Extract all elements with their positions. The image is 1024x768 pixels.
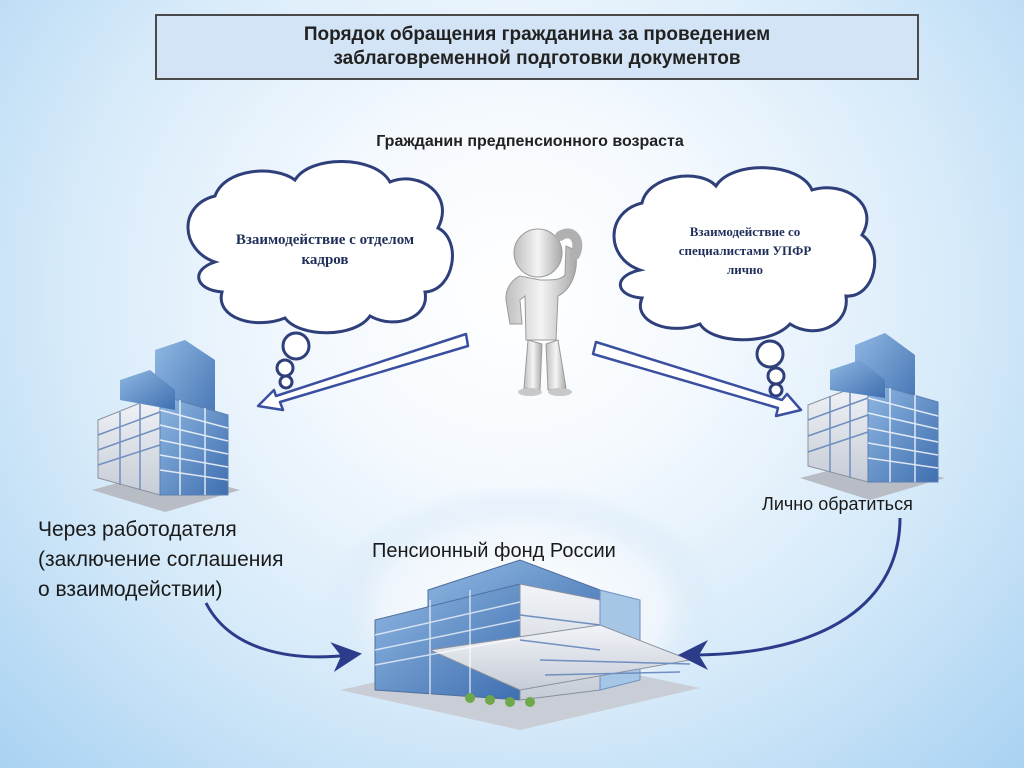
title-line-1: Порядок обращения гражданина за проведен… <box>303 24 771 45</box>
cloud-left-text: Взаимодействие с отделом кадров <box>200 230 450 270</box>
cloud-right-line-3: лично <box>726 262 764 277</box>
pension-fund-label: Пенсионный фонд России <box>372 540 616 562</box>
pension-fund-building-icon <box>340 559 700 730</box>
curved-arrow-left <box>204 602 362 672</box>
office-building-icon <box>92 340 240 512</box>
arrow-to-employer <box>256 332 470 412</box>
employer-label-line-3: о взаимодействии) <box>38 578 223 601</box>
employer-label-line-1: Через работодателя <box>38 518 237 541</box>
office-building-icon <box>800 333 945 500</box>
cloud-right-line-1: Взаимодействие со <box>689 224 801 239</box>
employer-label-line-2: (заключение соглашения <box>38 548 284 571</box>
arrow-to-personal <box>591 340 803 418</box>
subtitle: Гражданин предпенсионного возраста <box>376 133 684 150</box>
cloud-left-line-2: кадров <box>301 252 349 268</box>
cloud-right-line-2: специалистами УПФР <box>678 243 812 258</box>
curved-arrow-right <box>678 517 902 670</box>
title-box: Порядок обращения гражданина за проведен… <box>155 14 919 80</box>
employer-label: Через работодателя (заключение соглашени… <box>38 515 348 605</box>
cloud-left-line-1: Взаимодействие с отделом <box>235 232 415 248</box>
thinking-person-icon <box>505 228 583 396</box>
title-line-2: заблаговременной подготовки документов <box>333 48 741 69</box>
cloud-right-text: Взаимодействие со специалистами УПФР лич… <box>630 222 860 279</box>
thought-cloud-left <box>186 160 454 390</box>
personal-visit-label: Лично обратиться <box>762 494 913 514</box>
thought-cloud-right <box>612 166 877 398</box>
